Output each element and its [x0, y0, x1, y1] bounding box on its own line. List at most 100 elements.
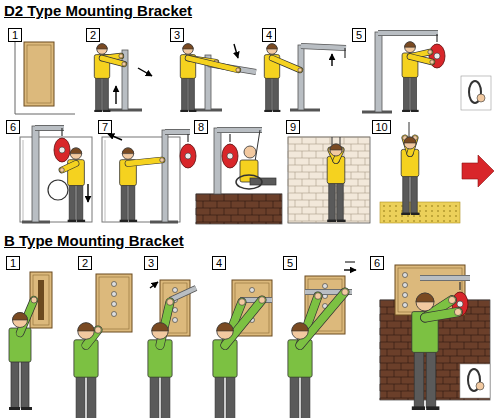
leg [226, 375, 235, 418]
brick-line [288, 221, 289, 223]
ground-dot [449, 205, 451, 207]
brick-line [464, 342, 465, 349]
ground-dot [431, 215, 433, 217]
brick-line [210, 222, 211, 224]
stand-arm [165, 130, 190, 134]
brick-line [217, 215, 218, 222]
step-number: 6 [374, 257, 380, 269]
bracket-box [30, 272, 52, 328]
stand-pole [298, 45, 304, 110]
hook [229, 134, 230, 142]
brick-line [358, 193, 359, 200]
ground-dot [443, 205, 445, 207]
brick-line [351, 186, 352, 193]
hair [122, 148, 133, 154]
device-hub [434, 53, 440, 59]
ground-dot [401, 220, 403, 222]
brick-line [302, 151, 303, 158]
shoe [180, 110, 188, 112]
leg [69, 184, 75, 220]
bolt [250, 288, 255, 293]
stand-arm-outline [35, 125, 64, 131]
brick-line [380, 300, 381, 307]
device-hub [227, 153, 233, 159]
brick-line [358, 221, 359, 223]
brick-line [387, 335, 388, 342]
step-number: 10 [375, 121, 387, 133]
hair [405, 42, 416, 47]
stand-arm [378, 31, 438, 35]
shoe [189, 110, 197, 112]
brick-line [295, 158, 296, 165]
brick-line [273, 201, 274, 208]
brick-line [408, 328, 409, 335]
brick-line [394, 328, 395, 335]
brick-line [471, 335, 472, 342]
step-number-box: 10 [372, 120, 391, 134]
head [267, 44, 278, 55]
ground-dot [407, 220, 409, 222]
brick-line [450, 370, 451, 377]
brick-line [196, 208, 282, 209]
bolt [323, 284, 328, 289]
hair [97, 44, 108, 49]
hand [31, 297, 37, 303]
hook [187, 134, 188, 142]
hair [13, 313, 28, 321]
brick-line [323, 200, 324, 207]
brick-line [288, 144, 370, 145]
arm-outline [410, 57, 432, 62]
brick-line [394, 300, 395, 307]
device-hub [59, 147, 65, 153]
brick-line [485, 335, 486, 342]
hair [292, 323, 309, 331]
brick-line [450, 328, 451, 335]
brick-line [358, 165, 359, 172]
ground-dot [395, 210, 397, 212]
brick-line [387, 321, 388, 328]
heading-text: B Type Mounting Bracket [4, 232, 184, 249]
brick-line [401, 335, 402, 342]
ground-dot [431, 205, 433, 207]
step-number-box: 4 [212, 256, 226, 270]
brick-line [408, 356, 409, 363]
brick-line [394, 370, 395, 377]
leg [411, 175, 417, 213]
brick-line [309, 186, 310, 193]
motion-arrow [344, 269, 356, 270]
brick-line [196, 208, 197, 215]
window-frame [20, 137, 92, 222]
brick-line [351, 200, 352, 207]
head [292, 323, 309, 340]
shoe [264, 110, 272, 112]
step-number: 4 [266, 29, 272, 41]
leg [414, 350, 424, 408]
brick-line [309, 214, 310, 221]
bolt [112, 282, 117, 287]
descender-device [180, 144, 196, 168]
brick-line [295, 214, 296, 221]
stand-arm [301, 46, 346, 48]
brick-line [358, 151, 359, 158]
brick-line [443, 391, 444, 398]
shoe [327, 220, 336, 222]
leg [189, 77, 195, 111]
brick-line [295, 144, 296, 151]
step-number-box: 7 [98, 120, 112, 134]
shoe [426, 406, 439, 410]
brick-line [443, 349, 444, 356]
brick-line [471, 349, 472, 356]
brick-line [380, 342, 381, 349]
brick-line [471, 307, 472, 314]
brick-line [457, 335, 458, 342]
brick-line [309, 200, 310, 207]
direction-arrow [462, 155, 494, 187]
head [78, 323, 95, 340]
step-number-box: 3 [170, 28, 184, 42]
brick-line [401, 349, 402, 356]
step-number-box: 6 [6, 120, 20, 134]
motion-arrow [87, 184, 88, 202]
hand [428, 50, 432, 54]
step-number: 4 [216, 257, 222, 269]
brick-line [316, 179, 317, 186]
